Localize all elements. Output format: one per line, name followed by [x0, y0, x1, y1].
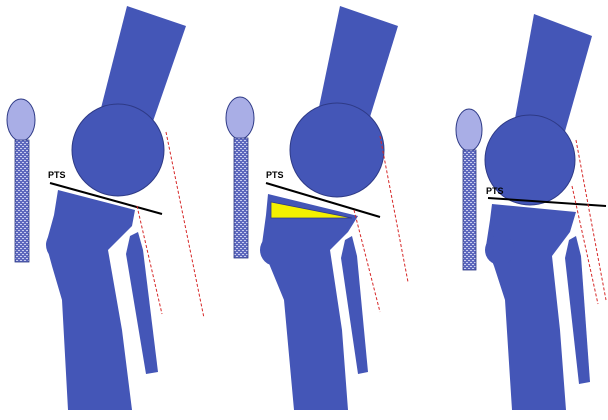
pts-label: PTS	[486, 186, 504, 196]
panel-3: PTS	[456, 14, 606, 410]
dashed-axis-line	[380, 136, 408, 282]
femoral-condyle	[72, 104, 164, 196]
patellar-tendon	[463, 150, 476, 270]
pts-label: PTS	[266, 170, 284, 180]
fibula	[565, 236, 590, 384]
tibia	[46, 190, 135, 410]
tibial-tubercle	[46, 229, 78, 261]
dashed-axis-line	[166, 132, 204, 318]
fibula	[341, 236, 368, 374]
tibia	[486, 204, 576, 410]
tibial-tubercle	[260, 234, 292, 266]
patella	[7, 99, 35, 141]
tibial-tubercle	[485, 235, 515, 265]
femoral-condyle	[290, 103, 384, 197]
patellar-tendon	[234, 138, 248, 258]
pts-label: PTS	[48, 170, 66, 180]
tibia	[262, 194, 358, 410]
panel-2: PTS	[226, 6, 408, 410]
patella	[226, 97, 254, 139]
fibula	[126, 232, 158, 374]
panel-1: PTS	[7, 6, 204, 410]
patella	[456, 109, 482, 151]
patellar-tendon	[15, 140, 29, 262]
